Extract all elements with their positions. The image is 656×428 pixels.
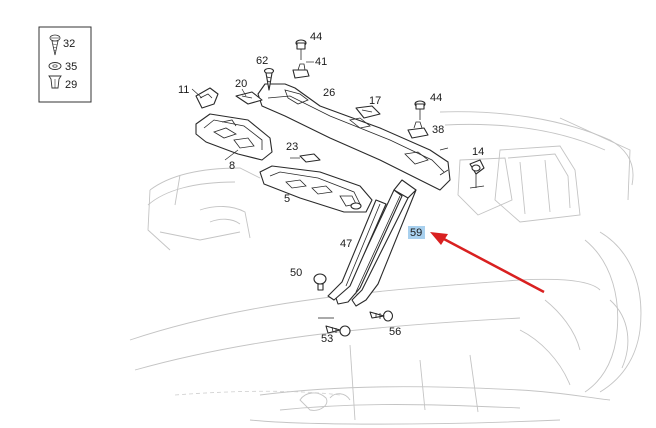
legend-box: 32 35 29 — [38, 26, 92, 103]
screw-icon — [49, 34, 61, 56]
part-56-screw — [369, 310, 394, 322]
part-23-plate — [299, 153, 321, 163]
part-53-screw — [318, 317, 351, 337]
callout-44-top: 44 — [310, 31, 322, 43]
callout-labels: 44 41 62 11 20 26 17 44 38 8 23 14 5 59 … — [178, 31, 484, 345]
callout-11: 11 — [178, 84, 189, 96]
callout-26: 26 — [323, 87, 335, 99]
callout-56: 56 — [389, 326, 401, 338]
leader-lines — [191, 61, 449, 161]
callout-20: 20 — [235, 78, 247, 90]
callout-44-right: 44 — [430, 92, 442, 104]
callout-38: 38 — [432, 124, 444, 136]
highlight-box-59 — [408, 226, 425, 239]
callout-50: 50 — [290, 267, 302, 279]
part-41-nut — [292, 63, 310, 79]
callout-62: 62 — [256, 55, 268, 67]
part-44-bolt-top — [295, 39, 307, 60]
pointer-arrow — [430, 232, 545, 294]
part-47-strip — [327, 199, 387, 301]
part-44-bolt-right — [414, 100, 426, 120]
washer-icon — [48, 62, 62, 70]
part-62-screw — [263, 67, 275, 91]
car-body-outline — [129, 111, 642, 425]
part-38-nut — [407, 121, 429, 139]
part-26-top-trim — [257, 83, 451, 191]
legend-number-32: 32 — [63, 38, 75, 50]
part-50-plug — [313, 273, 327, 291]
callout-23: 23 — [286, 141, 298, 153]
callout-8: 8 — [229, 160, 235, 172]
callout-41: 41 — [315, 56, 327, 68]
part-14-pin — [469, 159, 485, 189]
callout-17: 17 — [369, 95, 381, 107]
callout-59[interactable]: 59 — [410, 227, 422, 239]
callout-53: 53 — [321, 333, 333, 345]
part-5-panel — [259, 165, 373, 213]
part-11-clip — [195, 87, 219, 109]
part-17-clip — [355, 105, 381, 119]
legend-number-29: 29 — [65, 79, 77, 91]
legend-number-35: 35 — [65, 61, 77, 73]
callout-47: 47 — [340, 238, 352, 250]
callout-14: 14 — [472, 146, 484, 158]
callout-5: 5 — [284, 193, 290, 205]
part-20-bracket — [235, 91, 263, 105]
part-8-panel — [195, 113, 273, 161]
clip-icon — [48, 75, 62, 89]
